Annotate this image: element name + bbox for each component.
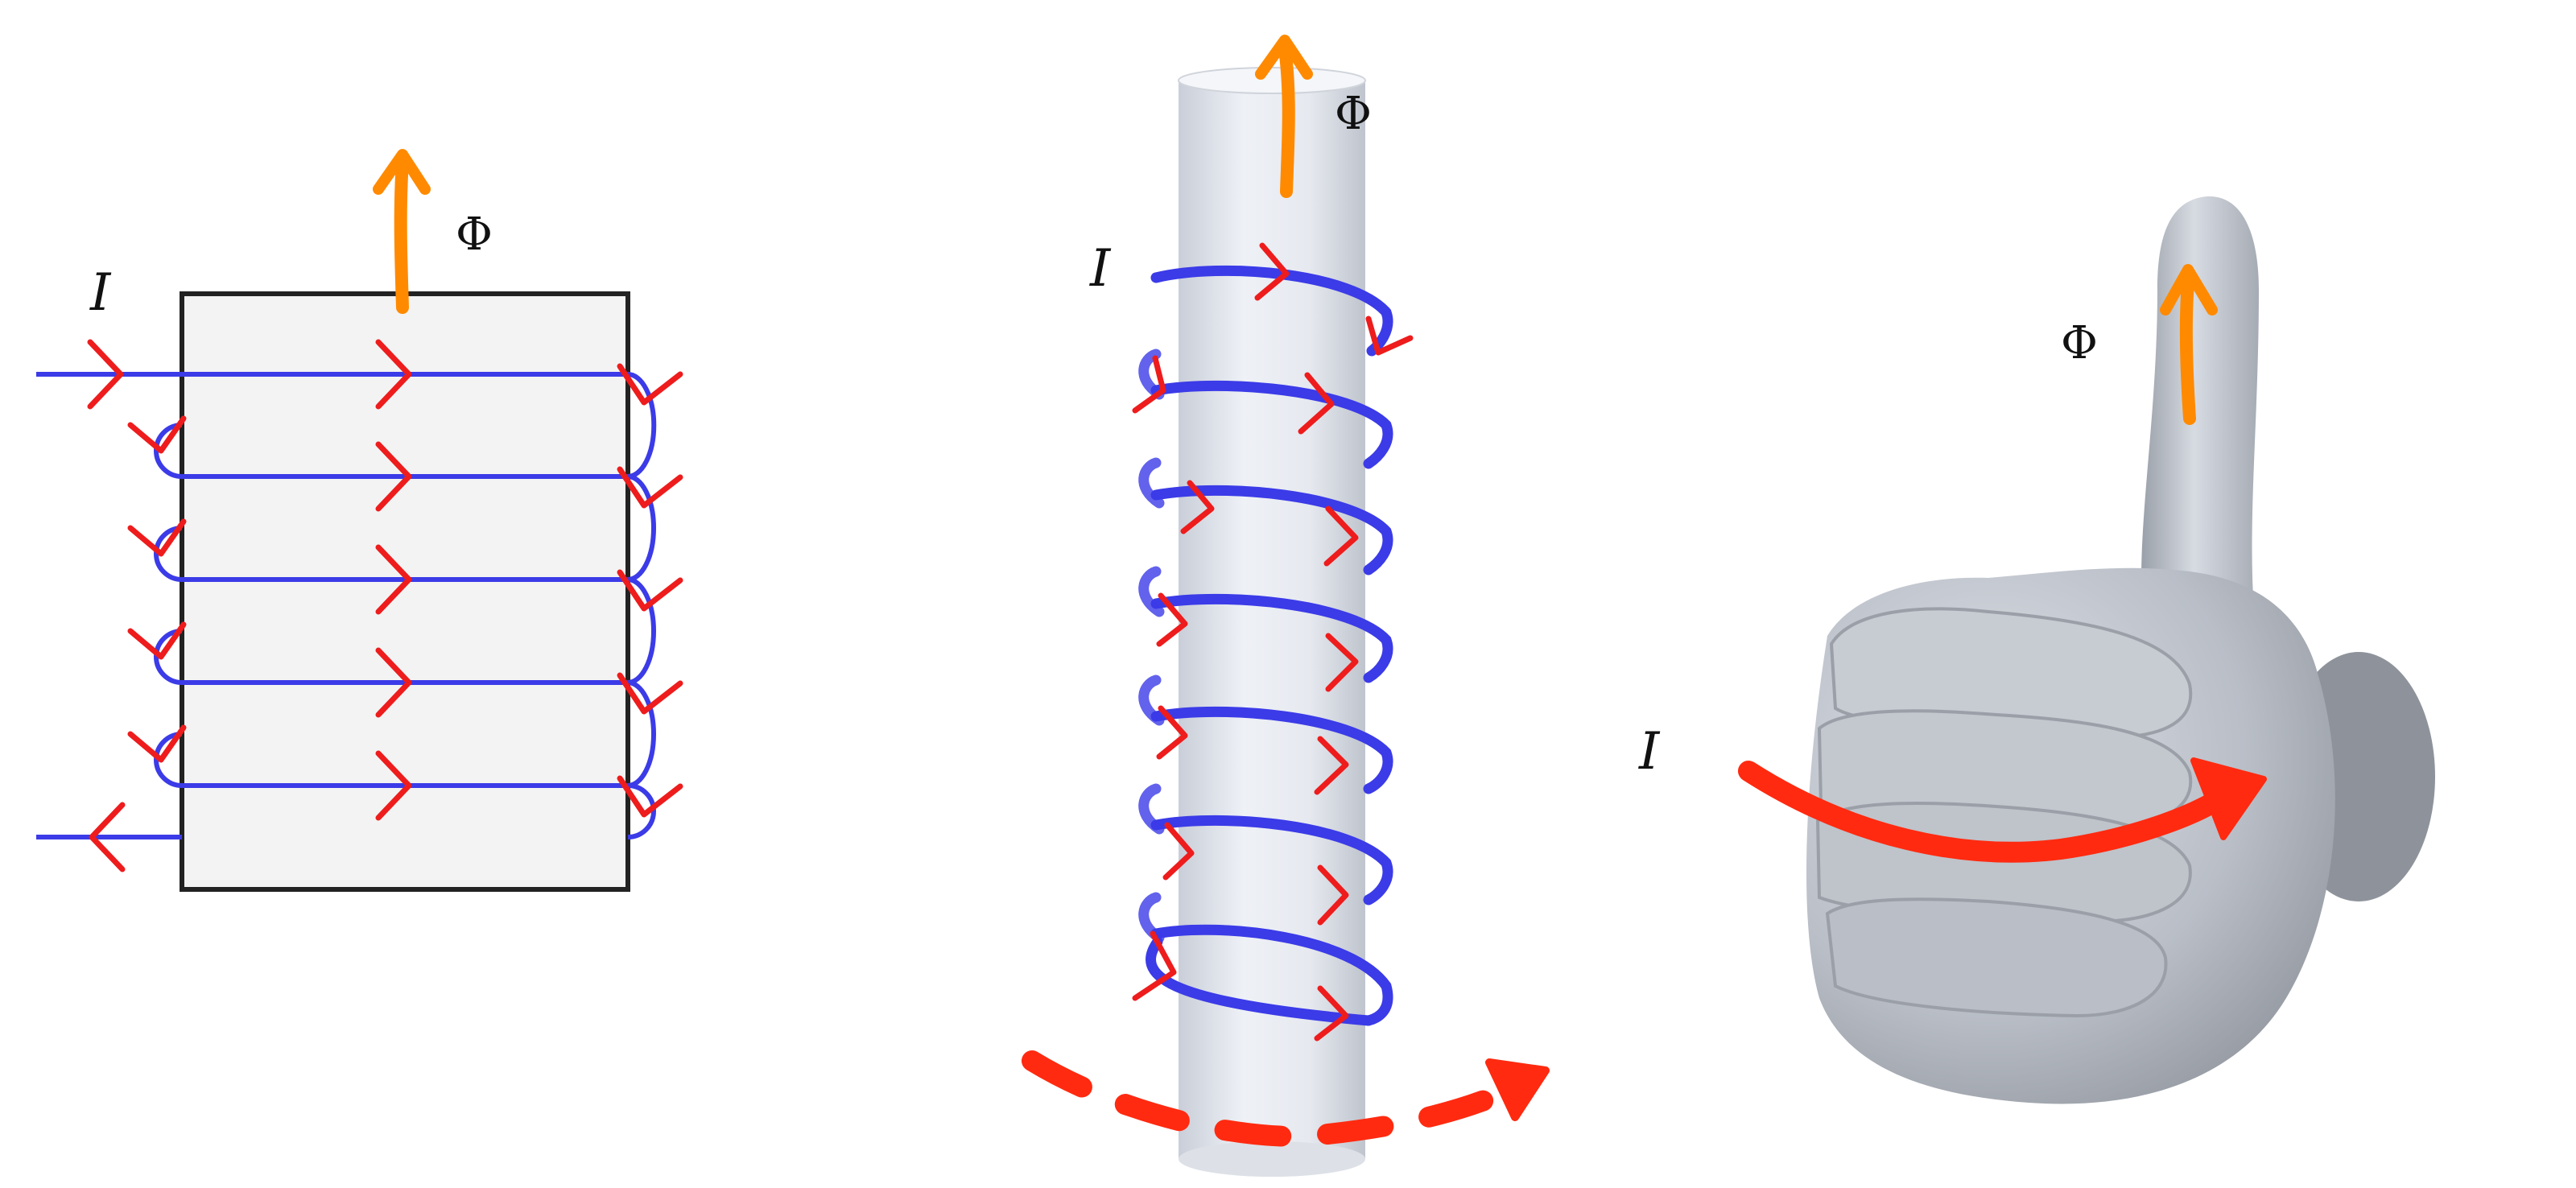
arrowhead: [2160, 264, 2218, 316]
chevron-right-icon: [1298, 372, 1335, 435]
chevron-right-icon: [1162, 822, 1195, 881]
chevron-left-icon: [89, 802, 126, 872]
flux-arrow-flat: [373, 149, 431, 314]
chevron-right-icon: [1254, 242, 1290, 301]
chevron-right-icon: [1156, 705, 1188, 760]
coil-loop-right-2: [627, 474, 656, 582]
coil-loop-left-4: [154, 732, 183, 788]
helix-turn-7: [1150, 924, 1393, 1026]
flux-label: Φ: [2061, 317, 2098, 369]
helix-coil: [1138, 265, 1393, 1026]
arrowhead: [1485, 1058, 1550, 1121]
chevron-right-icon: [1132, 930, 1177, 1001]
helix-turn-3: [1150, 485, 1393, 575]
arrowhead: [373, 149, 431, 195]
helix-bottom-lead: [1146, 936, 1374, 1026]
thumb: [2141, 196, 2259, 613]
chevron-down-icon: [617, 775, 683, 818]
chevron-right-icon: [1323, 505, 1359, 567]
chevron-right-icon: [375, 647, 412, 718]
current-chevrons-flat: [87, 339, 683, 872]
helix-back-5: [1138, 783, 1165, 835]
chevron-up-icon: [127, 621, 187, 660]
chevron-down-icon: [1365, 316, 1414, 356]
chevron-up-icon: [127, 518, 187, 557]
coil-loop-right-4: [627, 680, 656, 788]
helix-back-4: [1138, 674, 1165, 726]
helix-turn-2: [1150, 380, 1393, 469]
hand-shape: [1806, 196, 2435, 1104]
up-arrow-icon: [2179, 277, 2196, 425]
finger-4: [1825, 897, 2168, 1018]
chevron-right-icon: [1156, 592, 1188, 647]
chevron-right-icon: [1314, 985, 1349, 1042]
coil-loop-left-2: [154, 526, 183, 582]
chevron-right-icon: [1317, 864, 1349, 926]
current-sweep-hand: [1738, 757, 2267, 863]
chevron-down-icon: [617, 672, 683, 715]
cylinder-core: [1178, 67, 1366, 1177]
chevron-right-icon: [375, 441, 412, 512]
curved-arrow-icon: [1022, 1050, 1524, 1147]
chevron-down-icon: [617, 569, 683, 612]
current-sweep-dashed: [1022, 1050, 1550, 1147]
chevron-down-icon: [617, 363, 683, 406]
helix-back-3: [1138, 566, 1165, 617]
chevron-right-icon: [375, 750, 412, 821]
coil-wires: [36, 372, 657, 839]
helix-turn-5: [1150, 706, 1393, 794]
chevron-up-icon: [127, 415, 187, 454]
chevron-right-icon: [1325, 633, 1359, 692]
chevron-right-icon: [87, 339, 124, 410]
up-arrow-icon: [394, 155, 409, 314]
chevron-up-icon: [127, 724, 187, 763]
chevron-right-icon: [375, 544, 412, 615]
flat-coil-diagram: I Φ: [36, 149, 683, 892]
right-hand-thumb: I Φ: [1638, 196, 2435, 1104]
flux-arrow-thumb: [2160, 264, 2218, 425]
coil-loop-right-1: [627, 372, 657, 479]
core-rectangle: [180, 291, 630, 892]
flux-label: Φ: [1335, 88, 1372, 140]
helix-back-2: [1138, 457, 1165, 509]
chevron-right-icon: [1314, 736, 1349, 795]
arrowhead: [2190, 757, 2267, 840]
chevron-down-icon: [617, 466, 683, 509]
arrowhead: [1255, 35, 1313, 80]
chevron-right-icon: [375, 339, 412, 410]
coil-loop-right-3: [627, 577, 656, 685]
solenoid-3d: I Φ: [1022, 35, 1550, 1177]
coil-loop-left-1: [154, 423, 183, 479]
current-label: I: [1638, 722, 1661, 782]
helix-back-1: [1138, 349, 1165, 400]
helix-turn-6: [1150, 815, 1393, 905]
coil-loop-right-5: [627, 783, 656, 839]
up-arrow-icon: [1278, 42, 1295, 198]
coil-loop-left-3: [154, 629, 183, 685]
current-chevrons-solenoid: [1132, 242, 1414, 1042]
chevron-right-icon: [1132, 355, 1166, 414]
helix-turn-1: [1150, 265, 1393, 357]
helix-turn-4: [1150, 593, 1393, 683]
flux-arrow-solenoid: [1255, 35, 1313, 198]
chevron-right-icon: [1180, 480, 1215, 534]
current-label: I: [89, 263, 112, 323]
curved-arrow-icon: [1738, 761, 2240, 863]
flux-label: Φ: [456, 208, 493, 261]
current-label: I: [1089, 239, 1112, 299]
